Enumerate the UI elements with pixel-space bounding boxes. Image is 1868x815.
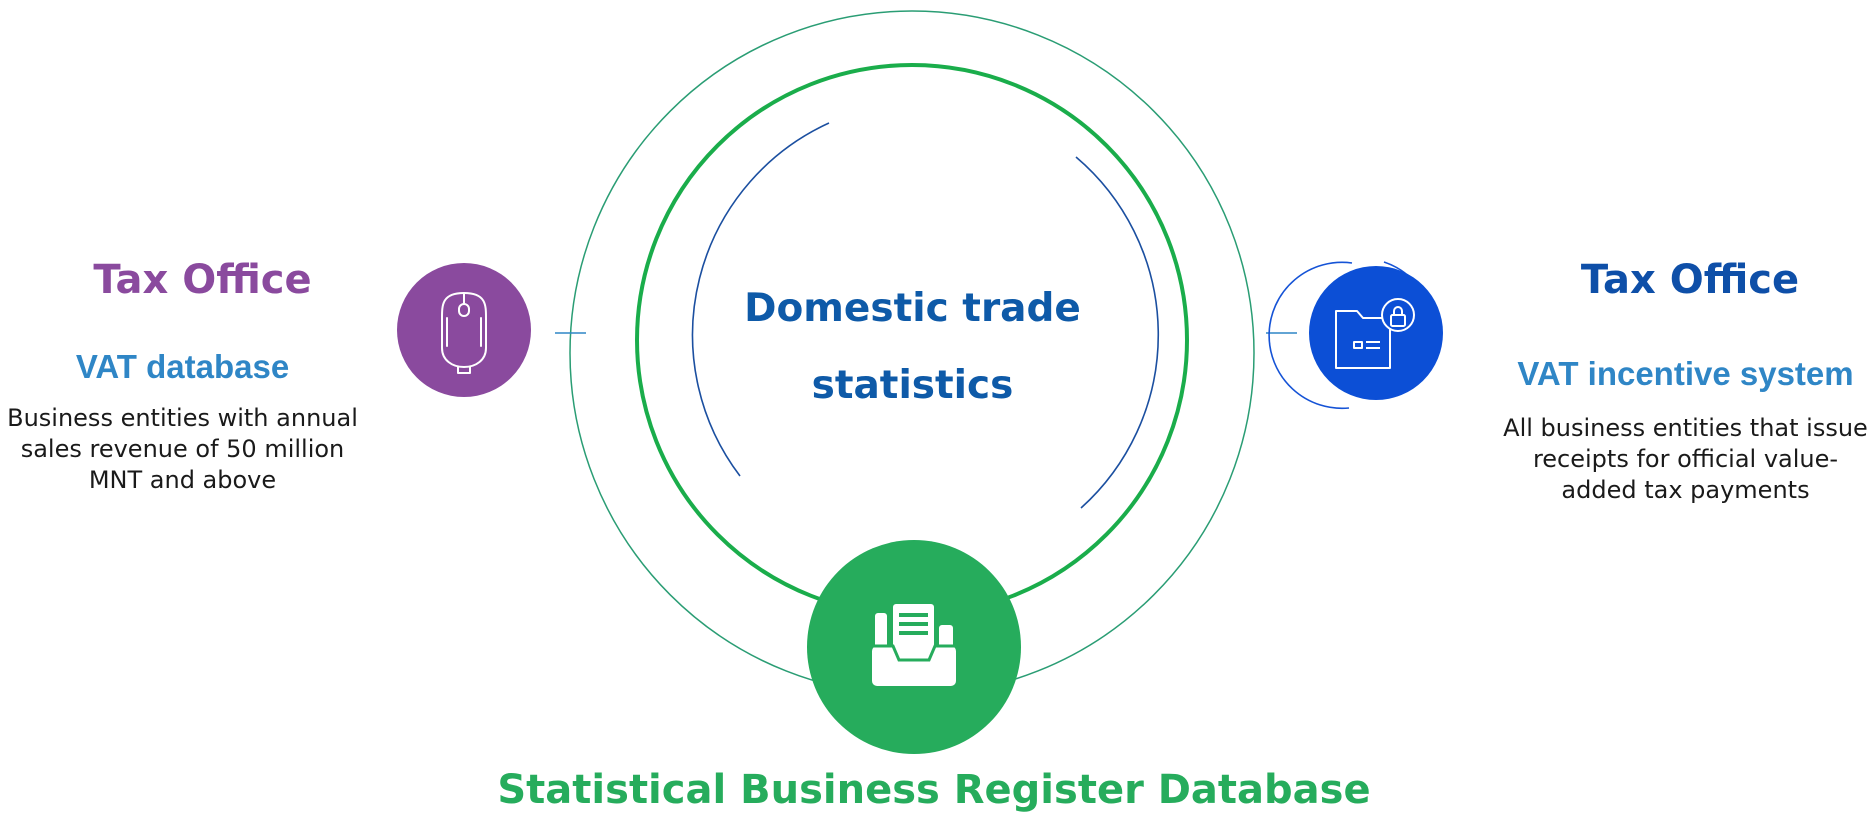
right-source-title: Tax Office	[1580, 257, 1800, 303]
right-source-node	[1268, 261, 1443, 410]
mouse-icon	[441, 292, 487, 374]
document-tray-icon	[872, 604, 956, 686]
right-source-description: All business entities that issue receipt…	[1503, 414, 1868, 504]
bottom-title: Statistical Business Register Database	[497, 767, 1371, 813]
bottom-node	[807, 540, 1021, 754]
locked-folder-icon	[1335, 298, 1415, 369]
left-source-title: Tax Office	[93, 257, 312, 303]
left-source-subtitle: VAT database	[75, 348, 290, 385]
inner-arc-right	[1075, 156, 1160, 509]
center-title: Domestic trade statistics	[744, 286, 1081, 408]
left-source-description: Business entities with annual sales reve…	[7, 404, 358, 494]
right-source-subtitle: VAT incentive system	[1517, 355, 1854, 392]
left-source-node	[397, 263, 531, 397]
inner-arc-left	[691, 122, 830, 477]
